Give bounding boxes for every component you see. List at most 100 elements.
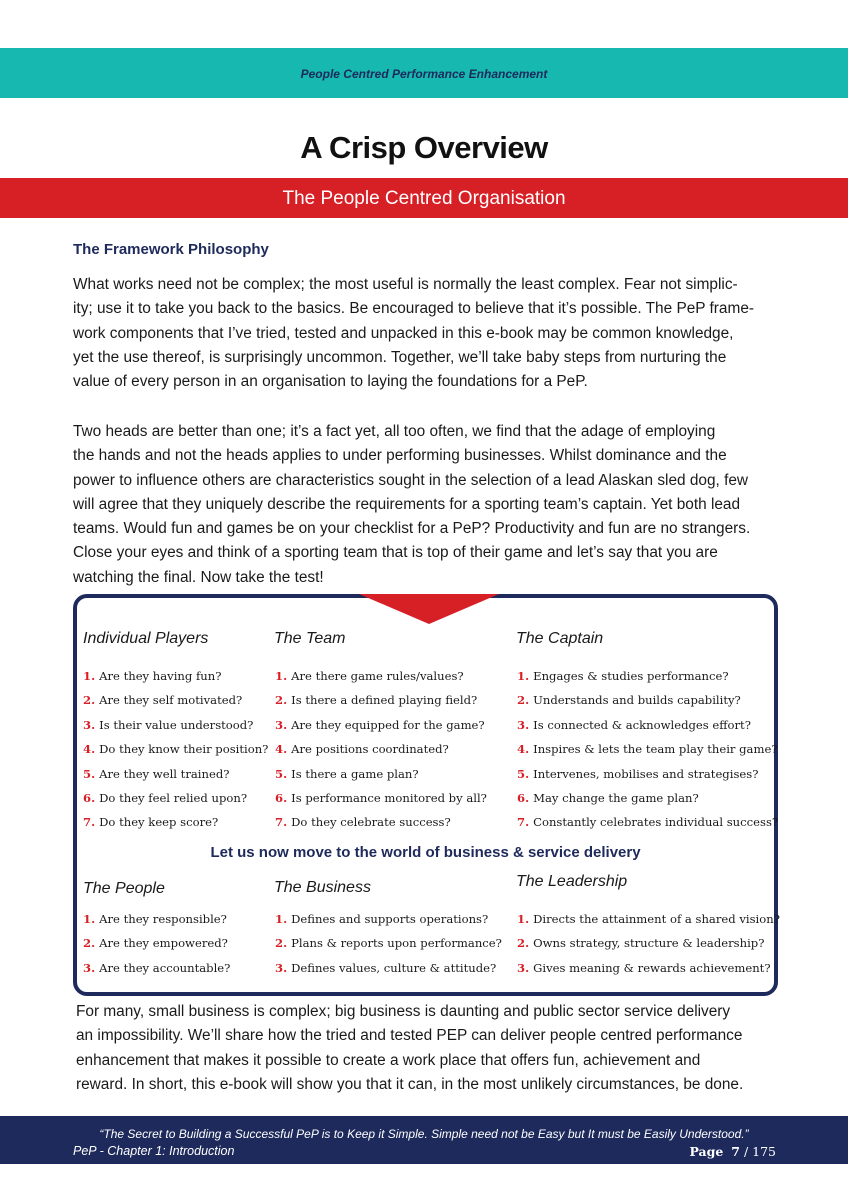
item-number: 7. — [517, 815, 530, 830]
column-title-the-leadership: The Leadership — [516, 873, 628, 890]
list-item: 2.Plans & reports upon performance? — [275, 935, 502, 959]
paragraph-line: the hands and not the heads applies to u… — [73, 447, 727, 465]
list-item: 1.Are there game rules/values? — [275, 668, 487, 692]
item-text: Directs the attainment of a shared visio… — [533, 912, 780, 926]
item-number: 3. — [83, 717, 96, 732]
column-title-the-team: The Team — [274, 630, 346, 647]
list-item: 4.Are positions coordinated? — [275, 741, 487, 765]
list-item: 5.Is there a game plan? — [275, 766, 487, 790]
list-item: 5.Intervenes, mobilises and strategises? — [517, 766, 778, 790]
list-item: 1.Defines and supports operations? — [275, 911, 502, 935]
list-item: 1.Directs the attainment of a shared vis… — [517, 911, 780, 935]
item-number: 2. — [275, 936, 288, 951]
item-text: Owns strategy, structure & leadership? — [533, 936, 765, 951]
the-business-list: 1.Defines and supports operations? 2.Pla… — [275, 911, 502, 984]
item-text: Do they keep score? — [99, 815, 219, 830]
list-item: 6.May change the game plan? — [517, 790, 778, 814]
list-item: 6.Is performance monitored by all? — [275, 790, 487, 814]
item-number: 1. — [275, 912, 288, 926]
item-number: 6. — [275, 790, 288, 805]
item-text: Engages & studies performance? — [533, 669, 729, 683]
list-item: 7.Do they celebrate success? — [275, 814, 487, 838]
item-text: Are positions coordinated? — [291, 742, 449, 757]
item-text: Is there a defined playing field? — [291, 693, 478, 708]
item-number: 7. — [275, 815, 288, 830]
intro-paragraph: What works need not be complex; the most… — [73, 273, 778, 394]
paragraph-line: yet the use thereof, is surprisingly unc… — [73, 348, 727, 366]
header-brand: People Centred Performance Enhancement — [300, 67, 548, 81]
footer-quote: “The Secret to Building a Successful PeP… — [99, 1127, 749, 1141]
column-title-the-people: The People — [83, 880, 165, 897]
item-text: Inspires & lets the team play their game… — [533, 742, 778, 757]
paragraph-line: teams. Would fun and games be on your ch… — [73, 520, 751, 538]
the-captain-list: 1.Engages & studies performance? 2.Under… — [517, 668, 778, 839]
item-number: 1. — [275, 669, 288, 683]
item-number: 3. — [517, 960, 530, 975]
list-item: 2.Are they self motivated? — [83, 692, 268, 716]
list-item: 7.Constantly celebrates individual succe… — [517, 814, 778, 838]
list-item: 2.Are they empowered? — [83, 935, 230, 959]
item-text: Defines and supports operations? — [291, 912, 489, 926]
individual-players-list: 1.Are they having fun? 2.Are they self m… — [83, 668, 268, 839]
item-text: Are they well trained? — [99, 766, 230, 781]
list-item: 6.Do they feel relied upon? — [83, 790, 268, 814]
item-number: 2. — [275, 693, 288, 708]
list-item: 2.Understands and builds capability? — [517, 692, 778, 716]
paragraph-line: What works need not be complex; the most… — [73, 276, 738, 293]
item-number: 5. — [275, 766, 288, 781]
list-item: 2.Is there a defined playing field? — [275, 692, 487, 716]
item-text: Are they accountable? — [99, 960, 231, 975]
list-item: 3.Gives meaning & rewards achievement? — [517, 960, 780, 984]
column-title-the-captain: The Captain — [516, 630, 604, 647]
paragraph-line: Close your eyes and think of a sporting … — [73, 544, 718, 562]
item-number: 3. — [83, 960, 96, 975]
page-current: 7 — [731, 1144, 740, 1159]
item-text: Are there game rules/values? — [291, 669, 464, 683]
list-item: 3.Are they equipped for the game? — [275, 717, 487, 741]
item-text: Is performance monitored by all? — [291, 790, 487, 805]
paragraph-line: watching the final. Now take the test! — [73, 568, 324, 586]
paragraph-line: reward. In short, this e-book will show … — [76, 1075, 744, 1093]
paragraph-line: ity; use it to take you back to the basi… — [73, 300, 754, 318]
transition-heading: Let us now move to the world of business… — [210, 844, 641, 861]
item-text: Do they feel relied upon? — [99, 790, 248, 805]
list-item: 1.Are they having fun? — [83, 668, 268, 692]
item-number: 2. — [83, 693, 96, 708]
red-notch — [359, 594, 499, 624]
item-number: 1. — [517, 912, 530, 926]
item-text: May change the game plan? — [533, 790, 699, 805]
paragraph-line: enhancement that makes it possible to cr… — [76, 1051, 701, 1069]
list-item: 2.Owns strategy, structure & leadership? — [517, 935, 780, 959]
list-item: 3.Defines values, culture & attitude? — [275, 960, 502, 984]
item-text: Defines values, culture & attitude? — [291, 960, 497, 975]
item-text: Is their value understood? — [99, 717, 254, 732]
item-text: Are they responsible? — [99, 912, 227, 926]
page-number: Page 7 / 175 — [689, 1144, 776, 1159]
item-text: Plans & reports upon performance? — [291, 936, 502, 951]
item-number: 5. — [517, 766, 530, 781]
item-number: 6. — [83, 790, 96, 805]
item-text: Do they know their position? — [99, 742, 269, 757]
paragraph-line: an impossibility. We’ll share how the tr… — [76, 1027, 743, 1045]
paragraph-line: work components that I’ve tried, tested … — [73, 324, 734, 342]
item-text: Intervenes, mobilises and strategises? — [533, 766, 759, 781]
page-separator: / — [743, 1144, 749, 1159]
column-title-the-business: The Business — [274, 879, 371, 896]
item-text: Are they having fun? — [99, 669, 222, 683]
item-number: 4. — [275, 742, 288, 757]
item-number: 1. — [83, 669, 96, 683]
the-people-list: 1.Are they responsible? 2.Are they empow… — [83, 911, 230, 984]
list-item: 1.Engages & studies performance? — [517, 668, 778, 692]
header-band: People Centred Performance Enhancement — [0, 48, 848, 98]
item-text: Constantly celebrates individual success… — [533, 815, 779, 830]
page-title: A Crisp Overview — [300, 130, 548, 165]
item-text: Are they self motivated? — [99, 693, 243, 708]
item-number: 3. — [275, 960, 288, 975]
test-box: Individual Players The Team The Captain … — [73, 594, 780, 996]
section-band: The People Centred Organisation — [0, 178, 848, 218]
item-number: 3. — [275, 717, 288, 732]
item-text: Is connected & acknowledges effort? — [533, 717, 751, 732]
chapter-label: PeP - Chapter 1: Introduction — [73, 1144, 235, 1158]
the-leadership-list: 1.Directs the attainment of a shared vis… — [517, 911, 780, 984]
item-text: Understands and builds capability? — [533, 693, 741, 708]
